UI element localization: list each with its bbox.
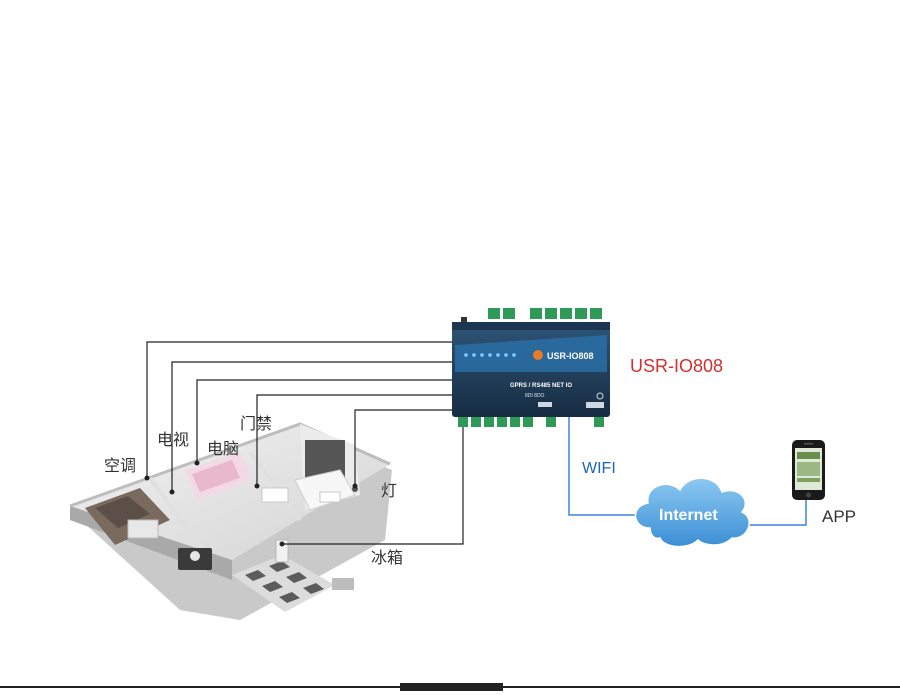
top-terminals	[488, 308, 602, 319]
wire-terminals	[144, 460, 358, 547]
label-door-access: 门禁	[240, 414, 273, 433]
app-label: APP	[822, 507, 857, 526]
bottom-terminals	[458, 417, 604, 427]
line-cloud-to-phone	[744, 498, 807, 526]
wifi-label: WIFI	[582, 460, 616, 477]
wire-tv	[171, 361, 455, 492]
wire-aircon	[146, 341, 455, 478]
line-device-to-cloud	[568, 417, 640, 516]
label-light: 灯	[381, 481, 398, 500]
wire-light	[354, 409, 455, 486]
label-tv: 电视	[157, 430, 190, 449]
house-floorplan	[69, 422, 392, 620]
label-fridge: 冰箱	[371, 548, 404, 567]
wire-fridge	[282, 420, 464, 545]
phone-icon	[792, 440, 825, 500]
wires	[146, 341, 464, 545]
cloud-label: Internet	[659, 507, 718, 524]
wire-door	[256, 394, 455, 486]
io-device: USR-IO808 GPRS / RS485 NET IO 8DI 8DO	[452, 308, 610, 427]
label-computer: 电脑	[207, 439, 240, 458]
panel-sub2: 8DI 8DO	[525, 393, 545, 399]
panel-subtitle: GPRS / RS485 NET IO	[510, 383, 572, 389]
network-lines	[568, 417, 807, 526]
bottom-divider-tab	[400, 683, 503, 691]
cloud-icon	[634, 477, 750, 548]
panel-title: USR-IO808	[547, 351, 594, 361]
device-name: USR-IO808	[630, 356, 724, 376]
label-aircon: 空调	[104, 456, 137, 475]
wire-computer	[196, 379, 455, 463]
